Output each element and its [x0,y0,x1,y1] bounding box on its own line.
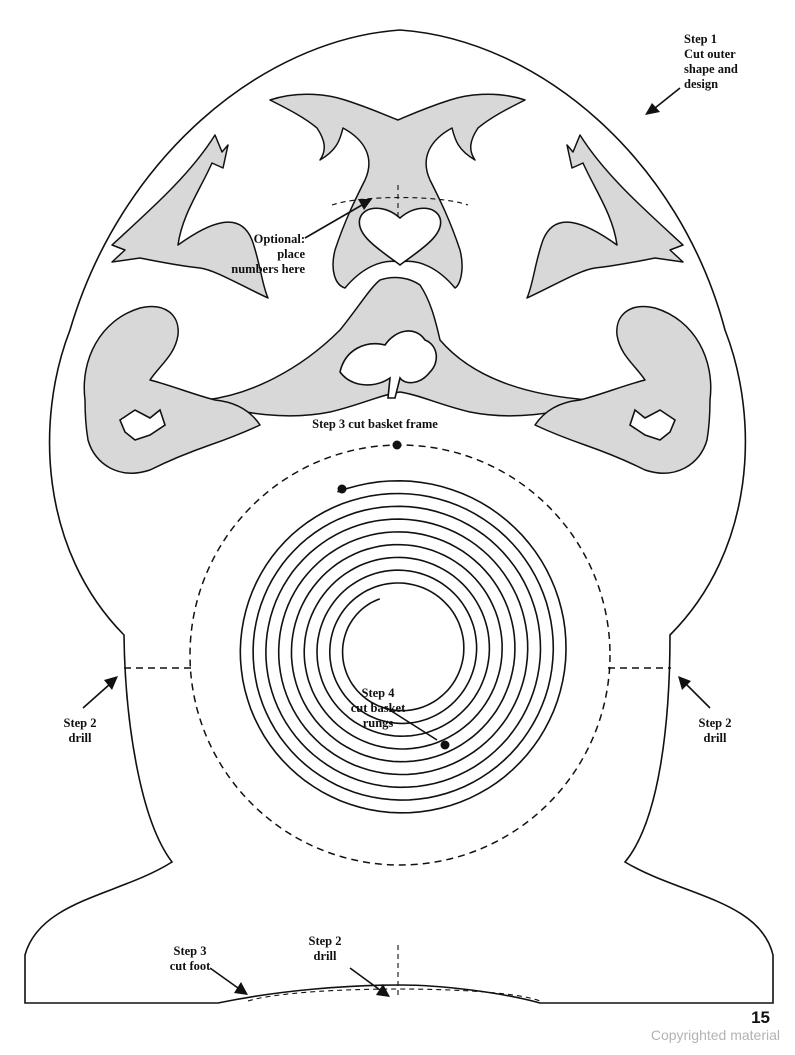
central-crest-cutout [269,93,526,289]
step1-line4: design [684,77,718,91]
optional-line2: place [277,247,305,261]
optional-line3: numbers here [231,262,305,276]
foot-cut-arc [247,988,541,1002]
step4-arrow [384,706,438,741]
step1-arrowhead [645,103,660,115]
left-bird-shape [119,408,166,441]
optional-arrowhead [358,199,372,210]
optional-line1: Optional: [254,232,305,246]
step2-bottom-label: Step 2 drill [309,934,342,963]
step2-left-arrowhead [104,676,118,690]
step3-foot-label: Step 3 cut foot [170,944,211,973]
step4-line1: Step 4 [362,686,396,700]
step1-label: Step 1 Cut outer shape and design [684,32,738,91]
basket-frame-start-hole [392,440,402,450]
step1-line3: shape and [684,62,738,76]
step3-foot-arrowhead [234,982,248,995]
step2-right-arrowhead [678,676,691,690]
step2-left-line1: Step 2 [64,716,97,730]
step3-foot-line1: Step 3 [174,944,207,958]
step3-frame-label: Step 3 cut basket frame [312,417,438,431]
page-number: 15 [751,1008,770,1027]
callout-arrows [82,87,711,997]
step1-line1: Step 1 [684,32,717,46]
step2-left-arrow [82,683,111,709]
right-wing-cutout [526,134,684,299]
step2-left-line2: drill [69,731,92,745]
center-flower-shape [339,330,438,399]
step2-right-arrow [685,683,711,709]
left-wing-cutout [111,134,269,299]
step2-bottom-line2: drill [314,949,337,963]
step2-right-label: Step 2 drill [699,716,732,745]
step4-label: Step 4 cut basket rungs [351,686,406,730]
upper-fretwork [83,93,712,474]
step4-line2: cut basket [351,701,406,715]
step3-foot-arrow [209,967,239,989]
step2-left-label: Step 2 drill [64,716,97,745]
step2-bottom-arrowhead [376,984,390,997]
right-bird-shape [629,408,676,441]
optional-arrow [304,204,363,239]
basket-rungs-spiral [239,479,567,814]
step3-foot-line2: cut foot [170,959,211,973]
step4-line3: rungs [363,716,394,730]
copyright-watermark: Copyrighted material [651,1027,780,1043]
heart-cutout [358,207,442,266]
step2-right-line1: Step 2 [699,716,732,730]
outer-shape-outline [24,29,774,1004]
optional-label: Optional: place numbers here [231,232,305,276]
step2-bottom-arrow [349,967,381,991]
spiral-start-hole [337,484,347,494]
number-placement-arc [331,196,469,206]
step2-right-line2: drill [704,731,727,745]
step1-arrow [654,87,681,109]
step2-bottom-line1: Step 2 [309,934,342,948]
spiral-end-hole [440,740,450,750]
step1-line2: Cut outer [684,47,736,61]
